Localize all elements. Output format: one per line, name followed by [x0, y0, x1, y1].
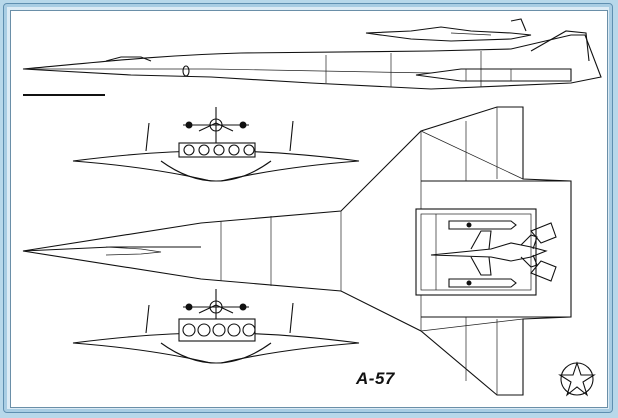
star-emblem	[558, 361, 596, 397]
three-view-drawing	[22, 18, 602, 397]
front-view-lower	[72, 289, 360, 364]
side-view	[22, 18, 602, 96]
aircraft-designation: A-57	[356, 369, 395, 388]
plan-view	[22, 106, 572, 396]
front-view-upper	[72, 107, 360, 182]
drawing-sheet: A-57	[10, 10, 608, 408]
